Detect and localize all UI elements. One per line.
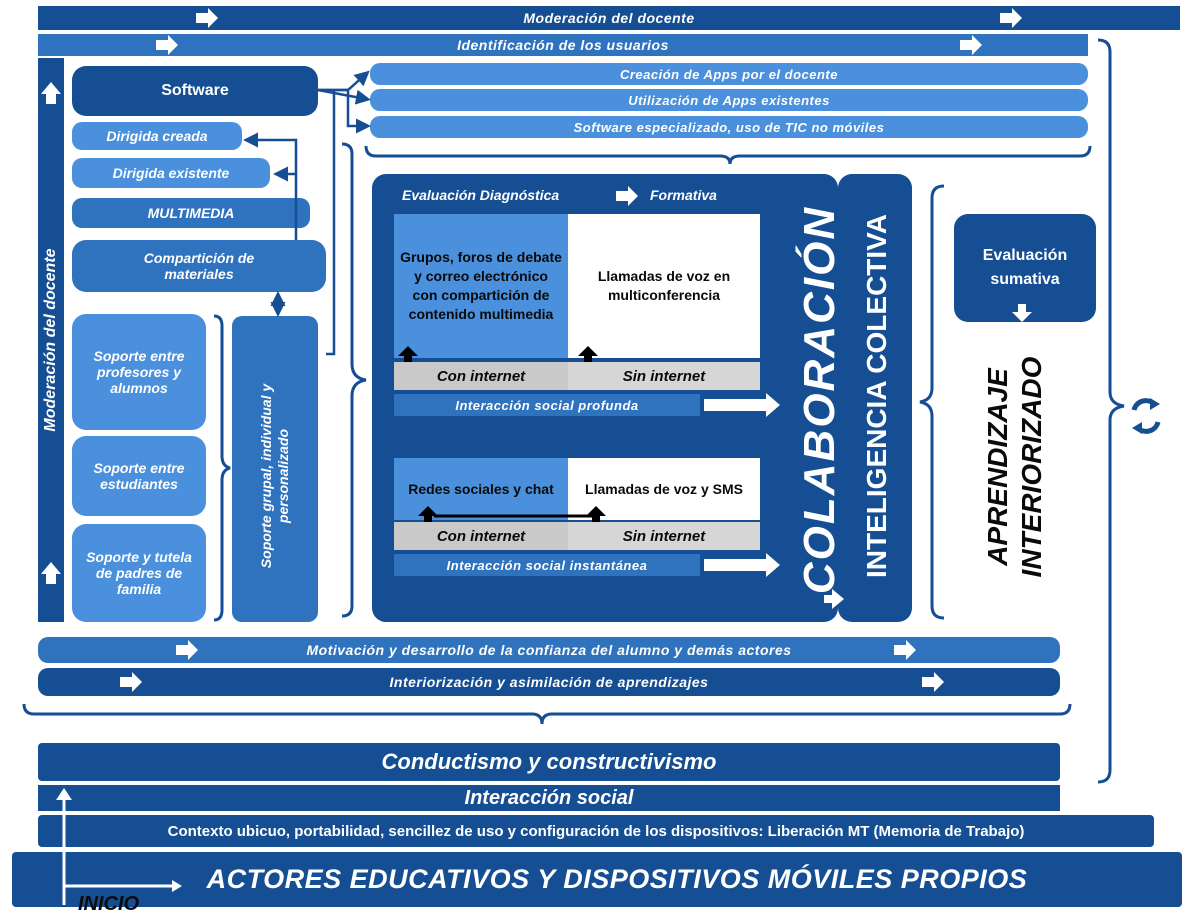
con-internet-2-box: Con internet	[394, 522, 568, 550]
sin-internet-2-box: Sin internet	[568, 522, 760, 550]
multimedia-box: MULTIMEDIA	[72, 198, 310, 228]
contexto-bar: Contexto ubicuo, portabilidad, sencillez…	[38, 815, 1154, 847]
interaccion-profunda-bar: Interacción social profunda	[394, 394, 700, 416]
identificacion-usuarios-label: Identificación de los usuarios	[457, 37, 669, 53]
inicio-label: INICIO	[78, 893, 140, 915]
moderacion-vertical-bar	[38, 58, 64, 622]
soporte-estudiantes-box: Soporte entre estudiantes	[72, 436, 206, 516]
formativa-label: Formativa	[650, 187, 717, 203]
soporte-grupal-label: Soporte grupal, individual y personaliza…	[258, 383, 291, 569]
utilizacion-apps-bar: Utilización de Apps existentes	[370, 89, 1088, 111]
software-box: Software	[72, 66, 318, 116]
creacion-apps-bar: Creación de Apps por el docente	[370, 63, 1088, 85]
eval-diagnostica-label: Evaluación Diagnóstica	[402, 187, 560, 203]
comparticion-box: Compartición de materiales	[72, 240, 326, 292]
motivacion-bar: Motivación y desarrollo de la confianza …	[38, 637, 1060, 663]
inteligencia-colectiva-label: INTELIGENCIA COLECTIVA	[861, 214, 892, 578]
grupos-foros-box: Grupos, foros de debate y correo electró…	[394, 214, 568, 358]
identificacion-usuarios-bar: Identificación de los usuarios	[38, 34, 1088, 56]
llamadas-multi-box: Llamadas de voz en multiconferencia	[568, 214, 760, 358]
software-especializado-bar: Software especializado, uso de TIC no mó…	[370, 116, 1088, 138]
soporte-profesores-box: Soporte entre profesores y alumnos	[72, 314, 206, 430]
dirigida-existente-box: Dirigida existente	[72, 158, 270, 188]
redes-sociales-box: Redes sociales y chat	[394, 458, 568, 520]
dirigida-creada-box: Dirigida creada	[72, 122, 242, 150]
llamadas-sms-box: Llamadas de voz y SMS	[568, 458, 760, 520]
interaccion-social-bar: Interacción social	[38, 785, 1060, 811]
conductismo-bar: Conductismo y constructivismo	[38, 743, 1060, 781]
colaboracion-label: COLABORACIÓN	[795, 205, 844, 595]
moderacion-vertical-label: Moderación del docente	[42, 248, 59, 432]
actores-bar: ACTORES EDUCATIVOS Y DISPOSITIVOS MÓVILE…	[12, 852, 1182, 907]
aprendizaje-interiorizado-label: APRENDIZAJE INTERIORIZADO	[982, 356, 1047, 578]
sin-internet-1-box: Sin internet	[568, 362, 760, 390]
moderacion-docente-label: Moderación del docente	[523, 10, 695, 26]
interiorizacion-bar: Interiorización y asimilación de aprendi…	[38, 668, 1060, 696]
interaccion-instantanea-bar: Interacción social instantánea	[394, 554, 700, 576]
refresh-cycle-icon	[1131, 398, 1161, 434]
moderacion-docente-bar: Moderación del docente	[38, 6, 1180, 30]
soporte-padres-box: Soporte y tutela de padres de familia	[72, 524, 206, 622]
inteligencia-colectiva-block	[838, 174, 912, 622]
con-internet-1-box: Con internet	[394, 362, 568, 390]
soporte-grupal-box	[232, 316, 318, 622]
